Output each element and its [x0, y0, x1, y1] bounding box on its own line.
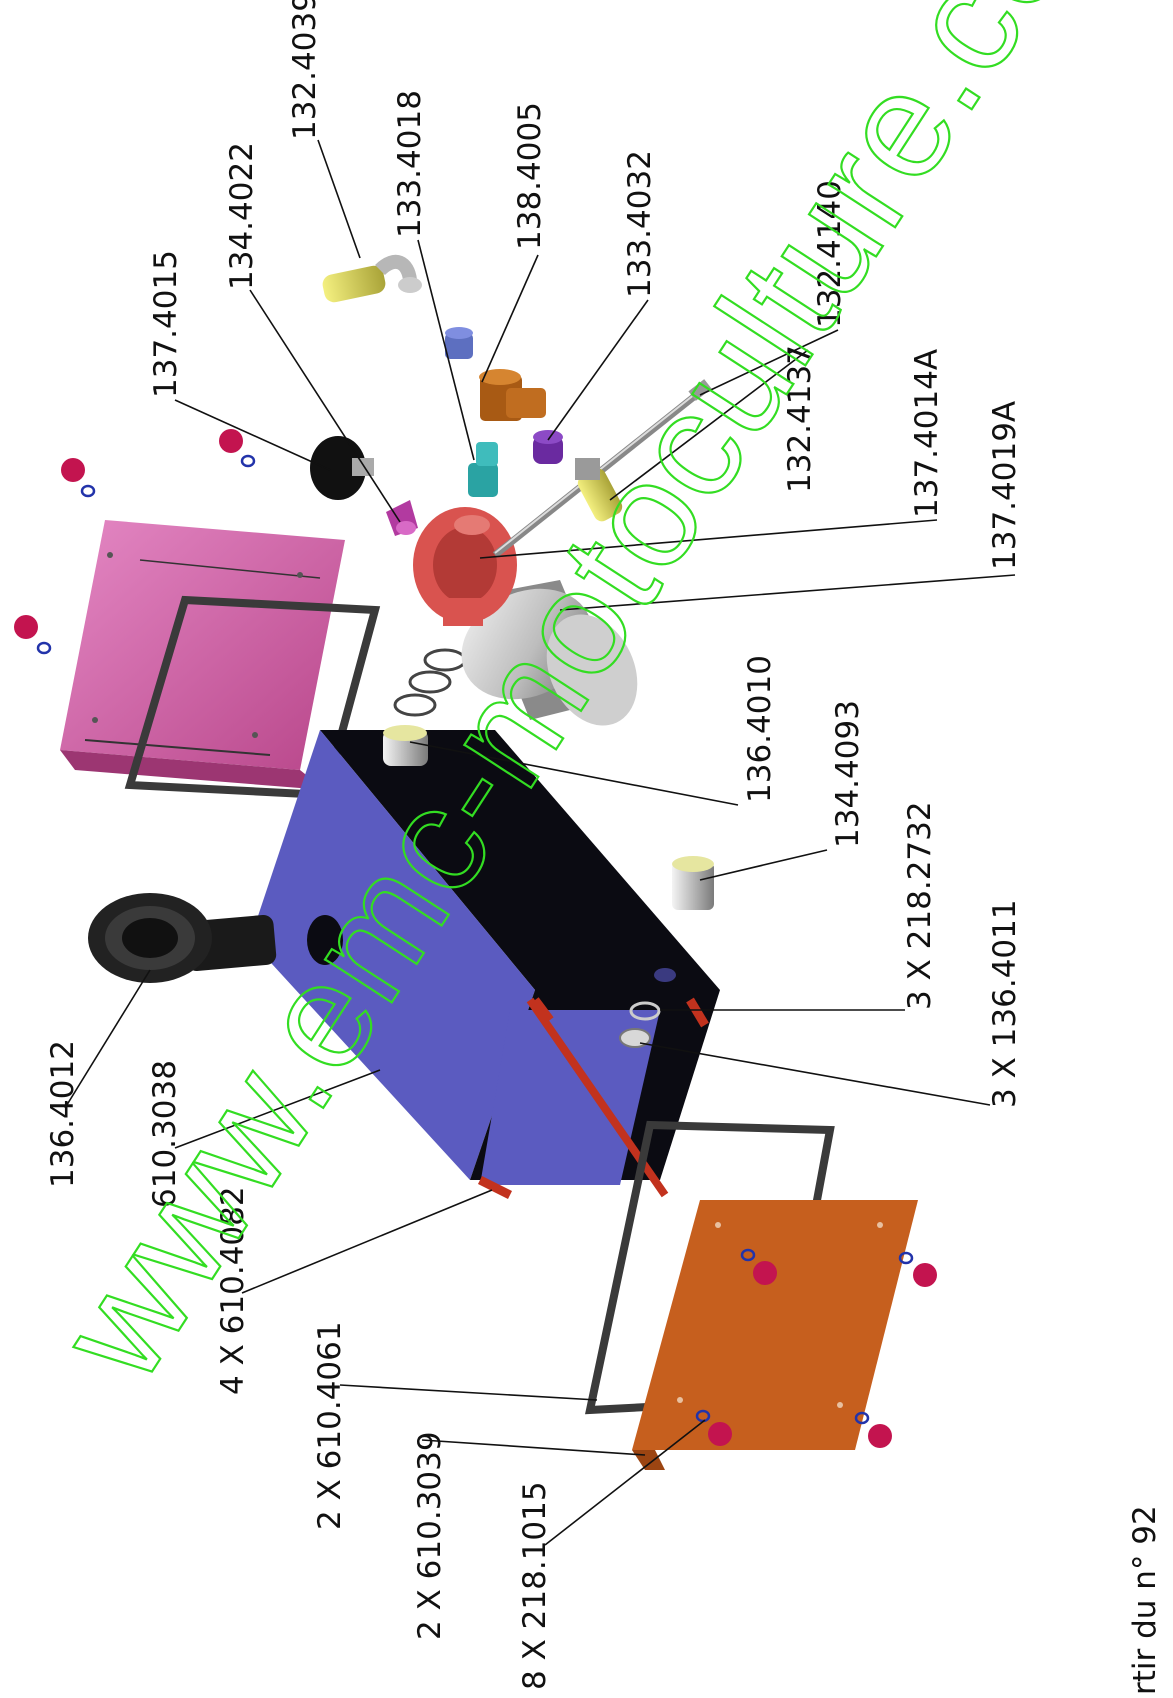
breather-cap-136-4012: [88, 893, 277, 983]
label-2x610-4061: 2 X 610.4061: [312, 1321, 348, 1530]
part-labels: 132.4039 133.4018 138.4005 133.4032 132.…: [45, 0, 1163, 1695]
label-132-4039: 132.4039: [287, 0, 323, 140]
footer-note: rtir du n° 92: [1127, 1505, 1163, 1695]
tee-138-4005: [479, 369, 546, 421]
leader-lines: [64, 139, 1016, 1546]
filter-cartridge-137-4019A: [461, 580, 638, 726]
label-134-4022: 134.4022: [224, 142, 260, 290]
pink-top-plate: [60, 520, 345, 790]
fitting-134-4022: [386, 500, 418, 536]
label-133-4032: 133.4032: [622, 150, 658, 298]
filter-head-137-4014A: [413, 507, 517, 626]
label-3x136-4011: 3 X 136.4011: [987, 899, 1023, 1108]
fitting-blue-small: [445, 327, 473, 359]
label-137-4015: 137.4015: [148, 250, 184, 398]
orange-plate-fasteners: [695, 1248, 937, 1448]
label-136-4010: 136.4010: [742, 655, 778, 803]
knob-137-4015: [310, 436, 374, 500]
label-138-4005: 138.4005: [512, 102, 548, 250]
label-134-4093: 134.4093: [830, 700, 866, 848]
pink-plate-fasteners: [14, 429, 256, 655]
label-136-4012: 136.4012: [45, 1040, 81, 1188]
label-133-4018: 133.4018: [392, 90, 428, 238]
label-4x610-4082: 4 X 610.4082: [215, 1186, 251, 1395]
fitting-134-4093: [672, 856, 714, 910]
label-8x218-1015: 8 X 218.1015: [517, 1481, 553, 1690]
label-137-4014A: 137.4014A: [909, 349, 945, 518]
label-132-4140: 132.4140: [812, 180, 848, 328]
label-132-4137: 132.4137: [782, 345, 818, 493]
nipple-133-4018: [468, 442, 498, 497]
fitting-136-4010: [383, 648, 467, 766]
elbow-132-4039: [322, 254, 422, 303]
label-3x218-2732: 3 X 218.2732: [902, 801, 938, 1010]
plug-133-4032: [533, 430, 563, 464]
tank-body-610-3038: [250, 730, 720, 1200]
label-610-3038: 610.3038: [147, 1060, 183, 1208]
fitting-132-4137: [575, 458, 623, 522]
label-2x610-3039: 2 X 610.3039: [412, 1431, 448, 1640]
label-137-4019A: 137.4019A: [987, 401, 1023, 570]
